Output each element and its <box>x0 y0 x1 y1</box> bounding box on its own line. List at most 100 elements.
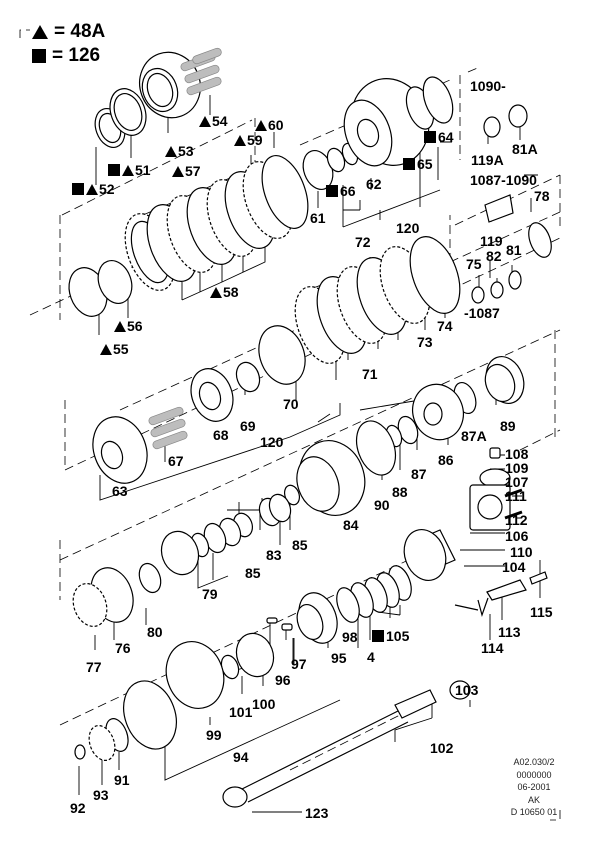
part-number: 1087-1090 <box>470 172 537 188</box>
part-number: 58 <box>223 284 239 300</box>
part-label: 69 <box>240 418 256 434</box>
part-number: 77 <box>86 659 102 675</box>
part-label: 96 <box>275 672 291 688</box>
part-number: 1090- <box>470 78 506 94</box>
part-label: 119A <box>471 152 504 168</box>
square-icon <box>108 164 120 176</box>
triangle-icon <box>86 184 98 195</box>
part-label: 106 <box>505 528 528 544</box>
part-number: 103 <box>455 682 479 698</box>
part-number: 84 <box>343 517 359 533</box>
part-number: 56 <box>127 318 143 334</box>
part-number: 88 <box>392 484 408 500</box>
part-label: 104 <box>502 559 525 575</box>
drawing-code: 0000000 <box>516 769 552 780</box>
part-label: 101 <box>229 704 252 720</box>
part-number: 102 <box>430 740 454 756</box>
part-label: 82 <box>486 248 502 264</box>
triangle-icon <box>199 116 211 127</box>
part-number: 109 <box>505 460 529 476</box>
part-label: 59 <box>234 132 263 148</box>
part-label: 66 <box>326 183 356 199</box>
part-number: 96 <box>275 672 291 688</box>
part-label: 73 <box>417 334 433 350</box>
part-number: 63 <box>112 483 128 499</box>
part-label: 102 <box>430 740 453 756</box>
triangle-icon <box>165 146 177 157</box>
part-number: 120 <box>396 220 420 236</box>
part-label: 54 <box>199 113 228 129</box>
part-label: 85 <box>245 565 261 581</box>
part-number: 72 <box>355 234 371 250</box>
legend-text-square: = 126 <box>52 45 101 66</box>
part-number: -1087 <box>464 305 500 321</box>
part-label: 99 <box>206 727 222 743</box>
part-number: 70 <box>283 396 299 412</box>
part-number: 73 <box>417 334 433 350</box>
part-label: 88 <box>392 484 408 500</box>
part-label: 68 <box>213 427 229 443</box>
part-number: 90 <box>374 497 390 513</box>
part-number: 113 <box>498 624 521 640</box>
part-number: 74 <box>437 318 453 334</box>
triangle-icon <box>100 344 112 355</box>
part-number: 78 <box>534 188 550 204</box>
square-icon <box>424 131 436 143</box>
part-label: 81A <box>512 141 538 157</box>
part-number: 115 <box>530 604 553 620</box>
part-label: 120 <box>396 220 419 236</box>
triangle-icon <box>172 166 184 177</box>
square-icon <box>372 630 384 642</box>
part-label: 85 <box>292 537 308 553</box>
triangle-icon <box>234 135 246 146</box>
part-number: 87A <box>461 428 487 444</box>
part-number: 71 <box>362 366 378 382</box>
triangle-icon <box>122 165 134 176</box>
part-number: 98 <box>342 629 358 645</box>
square-icon <box>72 183 84 195</box>
part-label: 93 <box>93 787 109 803</box>
square-icon <box>326 185 338 197</box>
part-number: 61 <box>310 210 326 226</box>
legend-row-square: = 126 <box>32 44 105 68</box>
part-number: 85 <box>292 537 308 553</box>
part-number: 105 <box>386 628 410 644</box>
part-number: 104 <box>502 559 526 575</box>
part-number: 93 <box>93 787 109 803</box>
part-label: 64 <box>424 129 454 145</box>
part-label: 109 <box>505 460 528 476</box>
part-label: 61 <box>310 210 326 226</box>
part-number: 111 <box>505 488 527 504</box>
part-number: 107 <box>505 474 529 490</box>
part-label: 74 <box>437 318 453 334</box>
drawing-info-block: A02.030/2 0000000 06-2001 AK D 10650 01 <box>497 756 571 819</box>
part-label: 94 <box>233 749 249 765</box>
part-label: 108 <box>505 446 528 462</box>
part-number: 53 <box>178 143 194 159</box>
part-number: 68 <box>213 427 229 443</box>
part-number: 57 <box>185 163 201 179</box>
part-number: 52 <box>99 181 115 197</box>
part-label: 78 <box>534 188 550 204</box>
clutch-pack-upper <box>124 155 309 291</box>
part-label: 56 <box>114 318 143 334</box>
part-number: 95 <box>331 650 347 666</box>
part-number: 114 <box>481 640 504 656</box>
part-number: 65 <box>417 156 433 172</box>
part-number: 99 <box>206 727 222 743</box>
part-label: 103 <box>455 682 478 698</box>
part-number: 67 <box>168 453 184 469</box>
part-number: 106 <box>505 528 529 544</box>
clutch-pack-lower <box>294 236 461 364</box>
part-label: 81 <box>506 242 522 258</box>
triangle-icon <box>32 25 48 39</box>
part-number: 69 <box>240 418 256 434</box>
part-number: 110 <box>510 544 533 560</box>
part-number: 101 <box>229 704 253 720</box>
part-label: 100 <box>252 696 275 712</box>
part-label: 87A <box>461 428 487 444</box>
part-number: 91 <box>114 772 130 788</box>
part-label: 57 <box>172 163 201 179</box>
part-number: 59 <box>247 132 263 148</box>
